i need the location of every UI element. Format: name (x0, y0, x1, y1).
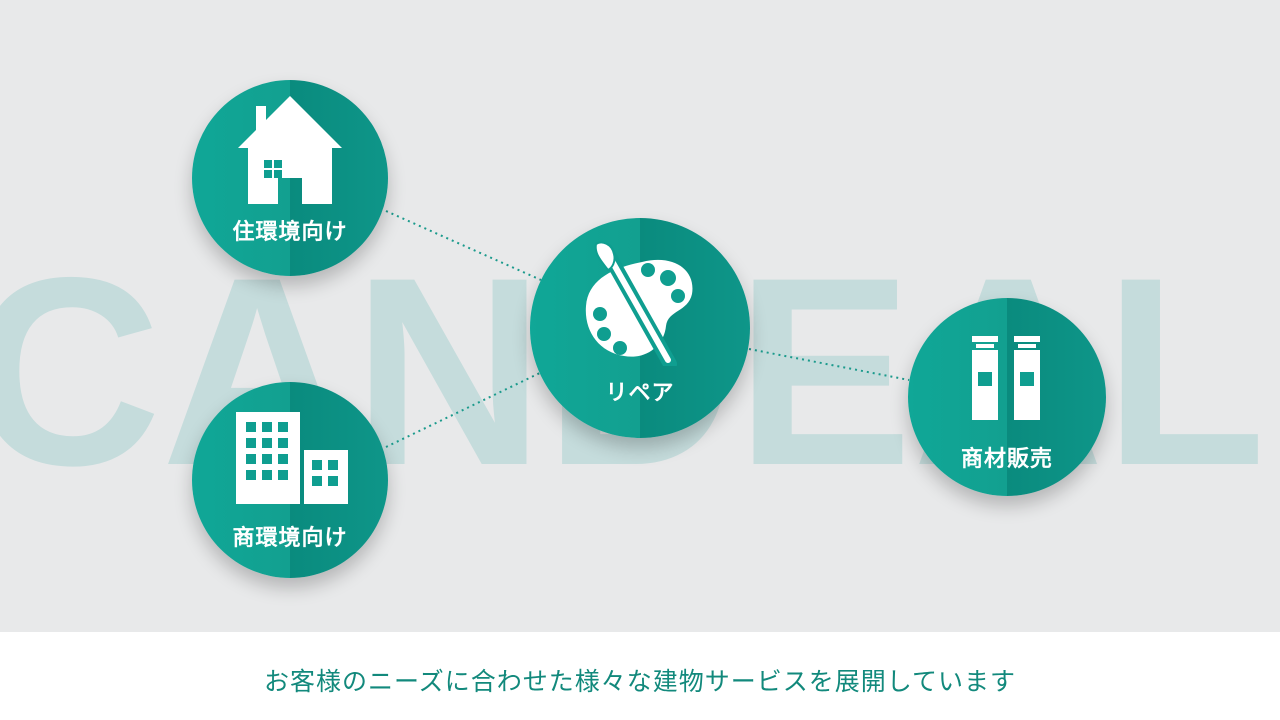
diagram-stage: CANDEAL 住環境向け 商環境向け (0, 80, 1266, 578)
paint-tubes-icon (972, 336, 1040, 420)
connector-repair-sales (748, 348, 910, 381)
node-residential: 住環境向け (192, 80, 388, 276)
node-commercial: 商環境向け (192, 382, 388, 578)
connector-commercial-repair (385, 370, 545, 448)
node-repair-label: リペア (605, 381, 675, 406)
caption-bar: お客様のニーズに合わせた様々な建物サービスを展開しています (0, 632, 1280, 720)
connector-home-repair (385, 210, 542, 281)
node-product-sales: 商材販売 (908, 298, 1106, 496)
connector-lines (385, 210, 910, 448)
caption-text: お客様のニーズに合わせた様々な建物サービスを展開しています (263, 667, 1016, 696)
node-residential-label: 住環境向け (232, 220, 348, 245)
building-icon (236, 412, 348, 504)
house-icon (238, 96, 342, 204)
node-product-sales-label: 商材販売 (960, 447, 1053, 472)
node-commercial-label: 商環境向け (232, 526, 348, 551)
paint-palette-icon (585, 241, 693, 366)
node-repair: リペア (530, 218, 750, 438)
